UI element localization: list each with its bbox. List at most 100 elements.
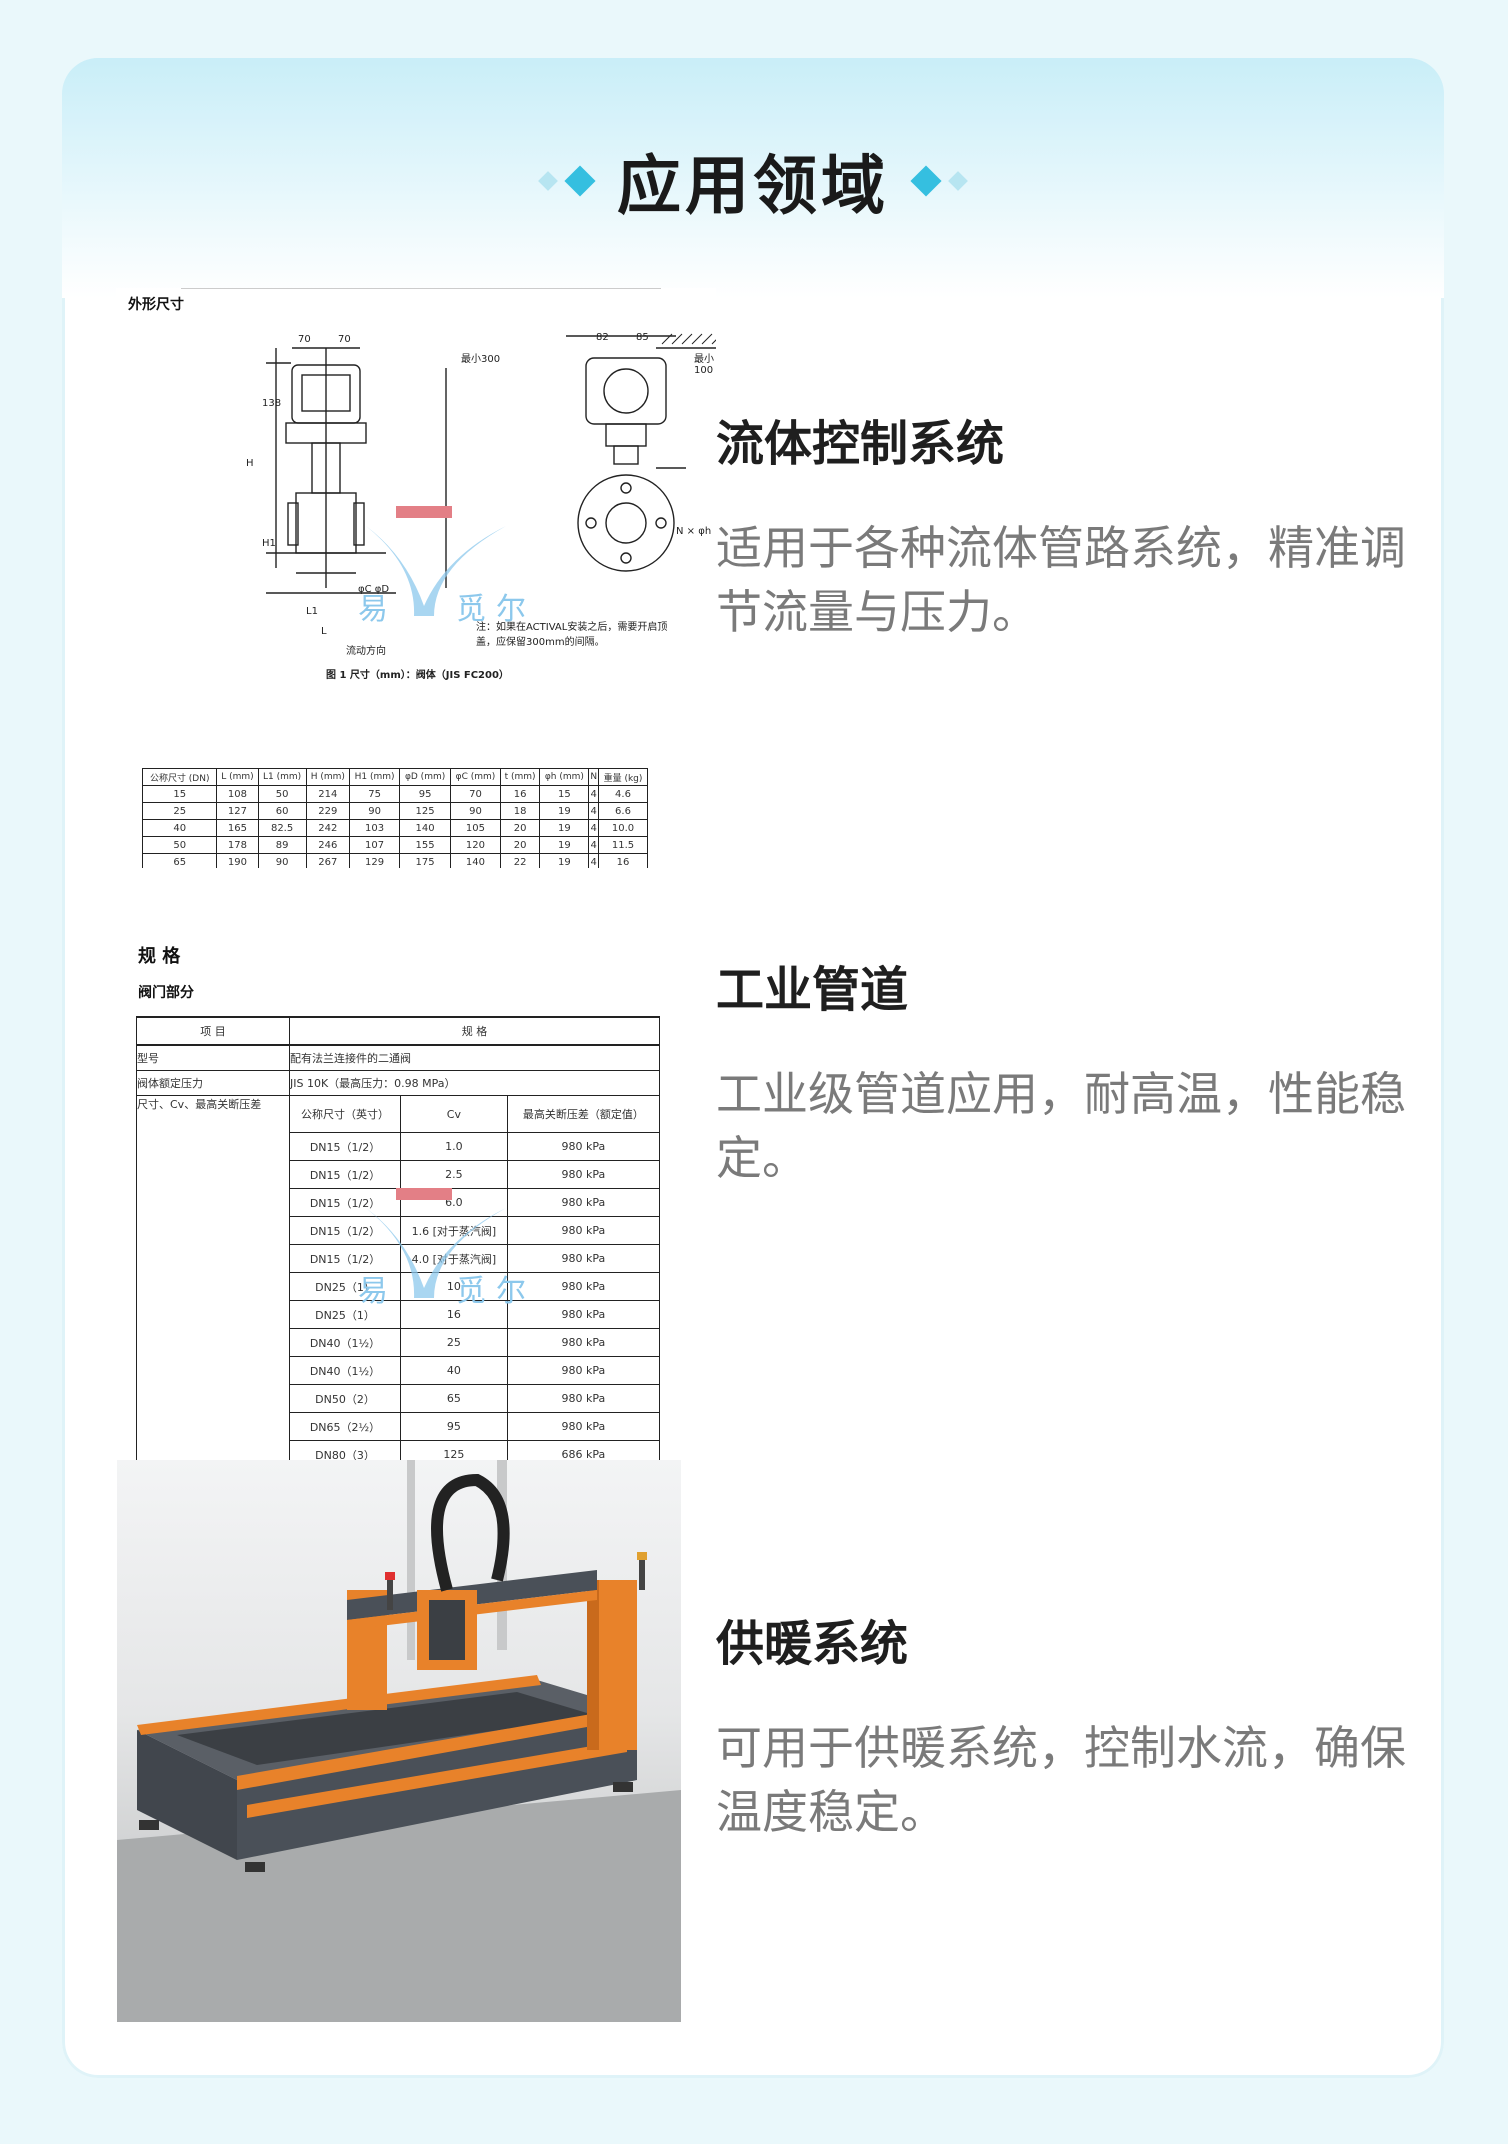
table-cell: 127 xyxy=(216,802,259,820)
gantry-machine-illustration xyxy=(117,1460,681,2022)
flow-direction-label: 流动方向 xyxy=(346,646,386,657)
table-cell: 10.0 xyxy=(597,819,649,837)
spec-cell: DN15（1/2） xyxy=(288,1244,402,1273)
table-cell: 246 xyxy=(305,836,350,854)
dim-label: L1 xyxy=(306,606,318,617)
install-note: 注：如果在ACTIVAL安装之后，需要开启顶盖，应保留300mm的间隔。 xyxy=(476,622,668,648)
section-title: 流体控制系统 xyxy=(716,416,1005,472)
table-cell: 140 xyxy=(399,819,451,837)
spec-cell: DN40（1½） xyxy=(288,1356,402,1385)
table-cell: 60 xyxy=(257,802,307,820)
spec-cell: 95 xyxy=(400,1412,508,1441)
section-desc: 工业级管道应用，耐高温，性能稳定。 xyxy=(716,1067,1406,1185)
table-header-cell: N xyxy=(588,768,599,786)
spec-cell: 980 kPa xyxy=(506,1328,661,1357)
table-cell: 107 xyxy=(348,836,401,854)
table-cell: 50 xyxy=(257,785,307,803)
table-cell: 20 xyxy=(499,836,541,854)
dim-label: 70 xyxy=(338,334,351,345)
dim-label: φC φD xyxy=(358,584,390,595)
section-heating: 供暖系统 可用于供暖系统，控制水流，确保温度稳定。 xyxy=(716,1604,1406,1844)
table-cell: 125 xyxy=(399,802,451,820)
table-cell: 165 xyxy=(216,819,259,837)
dim-label: 最小300 xyxy=(461,354,501,365)
spec-heading: 规 格 xyxy=(138,946,181,967)
table-cell: 40 xyxy=(141,819,218,837)
size-label: 尺寸、Cv、最高关断压差 xyxy=(136,1095,290,1469)
table-cell: 108 xyxy=(216,785,259,803)
model-value: 配有法兰连接件的二通阀 xyxy=(289,1044,660,1071)
table-cell: 15 xyxy=(539,785,590,803)
section-title: 工业管道 xyxy=(716,962,909,1018)
spec-cell: 980 kPa xyxy=(506,1412,661,1441)
left-diamond-ornament xyxy=(538,165,596,197)
table-cell: 18 xyxy=(499,802,541,820)
spec-cell: 980 kPa xyxy=(506,1160,661,1189)
table-cell: 4 xyxy=(588,836,599,854)
table-cell: 155 xyxy=(399,836,451,854)
spec-cell: DN65（2½） xyxy=(288,1412,402,1441)
table-header-cell: 公称尺寸 (DN) xyxy=(141,768,218,786)
section-title-bar: 应用领域 xyxy=(62,136,1444,226)
table-cell: 16 xyxy=(499,785,541,803)
table-header-row: 公称尺寸 (DN)L (mm)L1 (mm)H (mm)H1 (mm)φD (m… xyxy=(141,768,649,786)
col-spec-header: 规 格 xyxy=(289,1016,660,1046)
table-cell: 89 xyxy=(257,836,307,854)
table-cell: 95 xyxy=(399,785,451,803)
spec-cell: 980 kPa xyxy=(506,1356,661,1385)
application-card: 应用领域 外形尺寸 xyxy=(62,58,1444,2078)
table-header-cell: t (mm) xyxy=(499,768,541,786)
spec-cell: DN50（2） xyxy=(288,1384,402,1413)
section-desc: 可用于供暖系统，控制水流，确保温度稳定。 xyxy=(716,1721,1406,1839)
model-label: 型号 xyxy=(136,1044,290,1071)
diamond-icon xyxy=(910,165,942,197)
table-header-cell: L (mm) xyxy=(216,768,259,786)
table-cell: 70 xyxy=(449,785,501,803)
spec-cell: 980 kPa xyxy=(506,1188,661,1217)
spec-cell: 980 kPa xyxy=(506,1300,661,1329)
drawing-heading: 外形尺寸 xyxy=(128,297,184,313)
section-title: 供暖系统 xyxy=(716,1616,909,1672)
spec-table: 项 目 规 格 型号 配有法兰连接件的二通阀 阀体额定压力 JIS 10K（最高… xyxy=(136,1016,661,1469)
spec-subheader-cell: 最高关断压差（额定值） xyxy=(506,1095,661,1133)
table-cell: 19 xyxy=(539,819,590,837)
table-cell: 229 xyxy=(305,802,350,820)
diamond-icon xyxy=(538,171,558,191)
table-header-cell: L1 (mm) xyxy=(257,768,307,786)
spec-cell: DN40（1½） xyxy=(288,1328,402,1357)
spec-cell: 40 xyxy=(400,1356,508,1385)
spec-cell: 65 xyxy=(400,1384,508,1413)
table-cell: 105 xyxy=(449,819,501,837)
table-cell: 19 xyxy=(539,836,590,854)
spec-cell: DN15（1/2） xyxy=(288,1188,402,1217)
table-header-cell: φD (mm) xyxy=(399,768,451,786)
dim-label: L xyxy=(321,626,327,637)
table-cell: 4 xyxy=(588,819,599,837)
spec-subheading: 阀门部分 xyxy=(138,985,194,1001)
table-header-cell: φC (mm) xyxy=(449,768,501,786)
table-header-cell: H1 (mm) xyxy=(348,768,401,786)
pressure-label: 阀体额定压力 xyxy=(136,1070,290,1096)
table-cell: 4 xyxy=(588,802,599,820)
spec-cell: 16 xyxy=(400,1300,508,1329)
table-cell: 4 xyxy=(588,785,599,803)
dim-label: H1 xyxy=(262,538,276,549)
table-cell: 242 xyxy=(305,819,350,837)
spec-subheader-cell: Cv xyxy=(400,1095,508,1133)
table-cell: 6.6 xyxy=(597,802,649,820)
table-cell: 50 xyxy=(141,836,218,854)
dim-label: H xyxy=(246,458,254,469)
table-cell: 90 xyxy=(449,802,501,820)
table-cell: 103 xyxy=(348,819,401,837)
spec-cell: 1.6 [对于蒸汽阀] xyxy=(400,1216,508,1245)
machine-photo xyxy=(117,1460,681,2022)
